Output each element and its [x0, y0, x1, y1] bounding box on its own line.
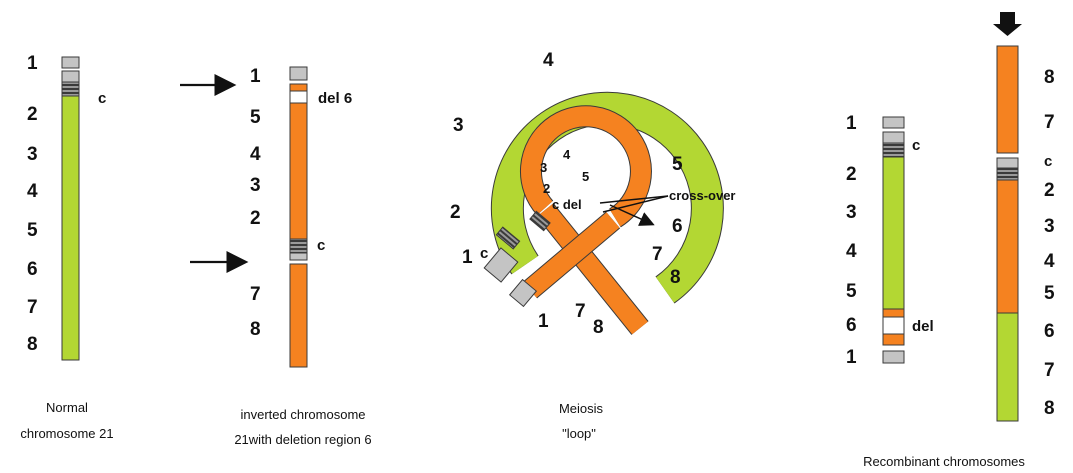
normal-number: 5 [27, 220, 38, 241]
rec-right-number: 2 [1044, 180, 1055, 201]
rec-left-p-arm [883, 117, 904, 128]
loop-number: 7 [575, 301, 586, 322]
rec-right-number: 5 [1044, 283, 1055, 304]
loop-bottom-numbers: 1 7 8 [538, 301, 604, 338]
normal-centromere-label: c [98, 90, 106, 107]
normal-p-arm [62, 57, 79, 68]
normal-number: 4 [27, 181, 38, 202]
rec-left-number: 1 [846, 347, 857, 368]
rec-right-number: 4 [1044, 251, 1055, 272]
loop-number: 6 [672, 216, 683, 237]
loop-orange-arc [531, 116, 641, 218]
inverted-satellite [290, 253, 307, 260]
recombinant-left-chromosome [883, 117, 904, 363]
rec-right-orange-top [997, 46, 1018, 153]
normal-centromere [62, 82, 79, 96]
loop-c-del-label: c del [552, 197, 582, 212]
normal-number: 1 [27, 53, 38, 74]
rec-left-satellite [883, 132, 904, 143]
inverted-region-numbers: 1 5 4 3 2 7 8 [250, 66, 261, 340]
normal-number: 7 [27, 297, 38, 318]
recombinant-caption: Recombinant chromosomes [863, 454, 1025, 469]
rec-right-number: 6 [1044, 321, 1055, 342]
normal-number: 8 [27, 334, 38, 355]
inverted-number: 2 [250, 208, 261, 229]
inverted-number: 7 [250, 284, 261, 305]
normal-chromosome [62, 57, 79, 360]
rec-left-c-label: c [912, 137, 920, 154]
rec-right-number: 3 [1044, 216, 1055, 237]
rec-right-number: 7 [1044, 360, 1055, 381]
rec-right-centromere [997, 168, 1018, 180]
normal-q-arm [62, 96, 79, 360]
loop-inner-number: 2 [543, 181, 550, 196]
loop-number: 8 [593, 317, 604, 338]
normal-number: 2 [27, 104, 38, 125]
inverted-caption-line2: 21with deletion region 6 [234, 432, 371, 447]
inverted-segment-upper [290, 103, 307, 239]
rec-left-orange-end [883, 334, 904, 345]
rec-left-number: 3 [846, 202, 857, 223]
rec-left-green-segment [883, 157, 904, 309]
down-arrow-icon [993, 12, 1022, 36]
rec-left-number: 2 [846, 164, 857, 185]
rec-left-number: 4 [846, 241, 857, 262]
inverted-number: 4 [250, 144, 261, 165]
loop-number: 2 [450, 202, 461, 223]
rec-right-number: 8 [1044, 398, 1055, 419]
loop-number: 1 [538, 311, 549, 332]
normal-satellite [62, 71, 79, 82]
inverted-deletion [290, 91, 307, 103]
crossover-label: cross-over [669, 188, 735, 203]
inverted-number: 3 [250, 175, 261, 196]
rec-left-centromere [883, 143, 904, 157]
inverted-number: 8 [250, 319, 261, 340]
rec-left-number: 5 [846, 281, 857, 302]
loop-number: 5 [672, 154, 683, 175]
rec-right-number: 8 [1044, 67, 1055, 88]
loop-caption-line2: "loop" [562, 426, 596, 441]
rec-right-numbers: 8 7 2 3 4 5 6 7 8 [1044, 67, 1055, 419]
inverted-centromere [290, 239, 307, 253]
loop-number: 7 [652, 244, 663, 265]
inverted-number: 1 [250, 66, 261, 87]
recombinant-right-chromosome [997, 46, 1018, 421]
inverted-centromere-label: c [317, 237, 325, 254]
loop-number: 8 [670, 267, 681, 288]
inverted-orange-band [290, 84, 307, 91]
rec-right-satellite [997, 158, 1018, 168]
loop-number: 1 [462, 247, 473, 268]
loop-number: 4 [543, 50, 554, 71]
rec-left-deletion [883, 317, 904, 334]
rec-right-c-label: c [1044, 153, 1052, 170]
normal-region-numbers: 1 2 3 4 5 6 7 8 [27, 53, 38, 355]
rec-left-del-label: del [912, 318, 934, 335]
rec-left-numbers: 1 2 3 4 5 6 1 [846, 113, 857, 368]
rec-right-orange-mid [997, 180, 1018, 313]
rec-right-number: 7 [1044, 112, 1055, 133]
loop-c-label: c [480, 245, 488, 262]
rec-left-orange-band [883, 309, 904, 317]
rec-left-number: 1 [846, 113, 857, 134]
normal-number: 3 [27, 144, 38, 165]
inverted-chromosome [290, 67, 307, 367]
normal-caption-line2: chromosome 21 [20, 426, 113, 441]
rec-right-green-bottom [997, 313, 1018, 421]
loop-inner-numbers: 3 4 5 2 [540, 147, 589, 196]
rec-left-number: 6 [846, 315, 857, 336]
inverted-segment-lower [290, 264, 307, 367]
rec-left-end-tip [883, 351, 904, 363]
loop-number: 3 [453, 115, 464, 136]
loop-caption-line1: Meiosis [559, 401, 604, 416]
normal-number: 6 [27, 259, 38, 280]
inverted-p-arm [290, 67, 307, 80]
inverted-caption-line1: inverted chromosome [241, 407, 366, 422]
loop-inner-number: 3 [540, 160, 547, 175]
normal-caption-line1: Normal [46, 400, 88, 415]
loop-inner-number: 5 [582, 169, 589, 184]
inverted-number: 5 [250, 107, 261, 128]
loop-inner-number: 4 [563, 147, 571, 162]
inverted-deletion-label: del 6 [318, 90, 352, 107]
